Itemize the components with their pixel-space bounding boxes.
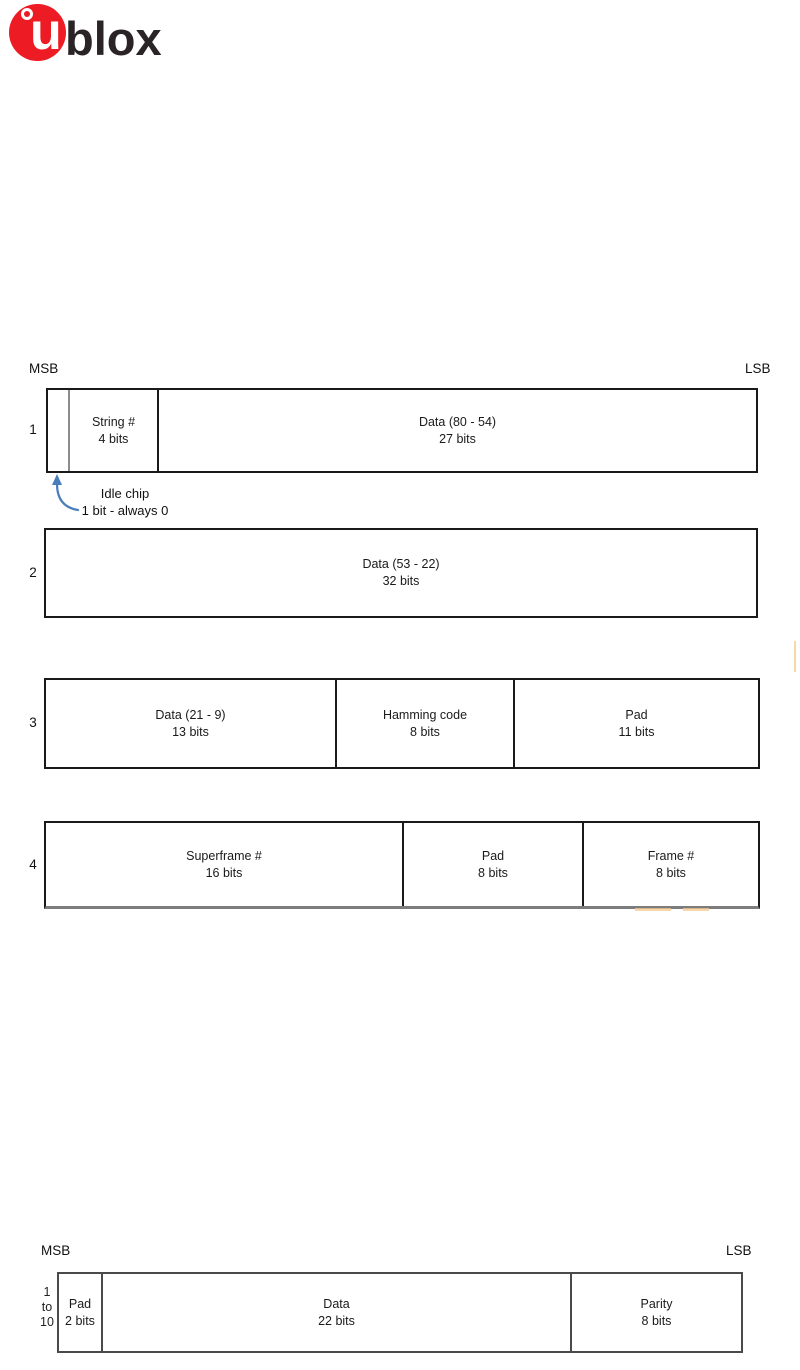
u-blox-logo: u blox <box>9 4 179 64</box>
cell-data-53-22: Data (53 - 22) 32 bits <box>362 557 440 588</box>
cell-pad-11: Pad 11 bits <box>618 707 655 739</box>
highlight-artifact <box>635 908 671 911</box>
msb-label-2: MSB <box>41 1243 71 1258</box>
row-number-1: 1 <box>29 422 37 437</box>
u-blox-logo-wordmark: blox <box>65 12 162 65</box>
cell-idle-chip <box>48 390 70 471</box>
edge-artifact <box>794 641 796 672</box>
idle-chip-callout: Idle chip 1 bit - always 0 <box>60 486 190 519</box>
cell-pad-2: Pad 2 bits <box>59 1274 103 1351</box>
cell-data-22: Data 22 bits <box>103 1274 572 1351</box>
bitfield-row-4: Superframe # 16 bits Pad 8 bits Frame # … <box>44 821 760 909</box>
cell-data-21-9: Data (21 - 9) 13 bits <box>46 680 337 767</box>
cell-hamming-code: Hamming code 8 bits <box>337 680 515 767</box>
cell-parity: Parity 8 bits <box>640 1296 673 1328</box>
msb-label: MSB <box>29 361 59 376</box>
idle-chip-callout-line2: 1 bit - always 0 <box>81 502 169 518</box>
bitfield-row-3: Data (21 - 9) 13 bits Hamming code 8 bit… <box>44 678 760 769</box>
cell-pad-8: Pad 8 bits <box>404 823 584 906</box>
row-number-2: 2 <box>29 565 37 580</box>
highlight-artifact <box>683 908 709 911</box>
lsb-label: LSB <box>745 361 771 376</box>
row-number-3: 3 <box>29 715 37 730</box>
u-blox-logo-dot <box>21 8 33 20</box>
cell-data-80-54: Data (80 - 54) 27 bits <box>418 414 497 446</box>
row-number-4: 4 <box>29 857 37 872</box>
cell-frame-number: Frame # 8 bits <box>647 848 695 880</box>
u-blox-logo-u: u <box>30 3 62 61</box>
fig2-row-label: 1 to 10 <box>40 1285 54 1329</box>
cell-superframe-number: Superframe # 16 bits <box>46 823 404 906</box>
u-blox-logo-disc: u <box>9 4 66 61</box>
bitfield-row-1: String # 4 bits Data (80 - 54) 27 bits <box>46 388 758 473</box>
idle-chip-callout-line1: Idle chip <box>100 486 150 501</box>
bitfield-row-words: Pad 2 bits Data 22 bits Parity 8 bits <box>57 1272 743 1353</box>
bitfield-row-2: Data (53 - 22) 32 bits <box>44 528 758 618</box>
lsb-label-2: LSB <box>726 1243 752 1258</box>
idle-chip-arrow-icon <box>52 474 80 512</box>
cell-string-number: String # 4 bits <box>70 390 159 471</box>
